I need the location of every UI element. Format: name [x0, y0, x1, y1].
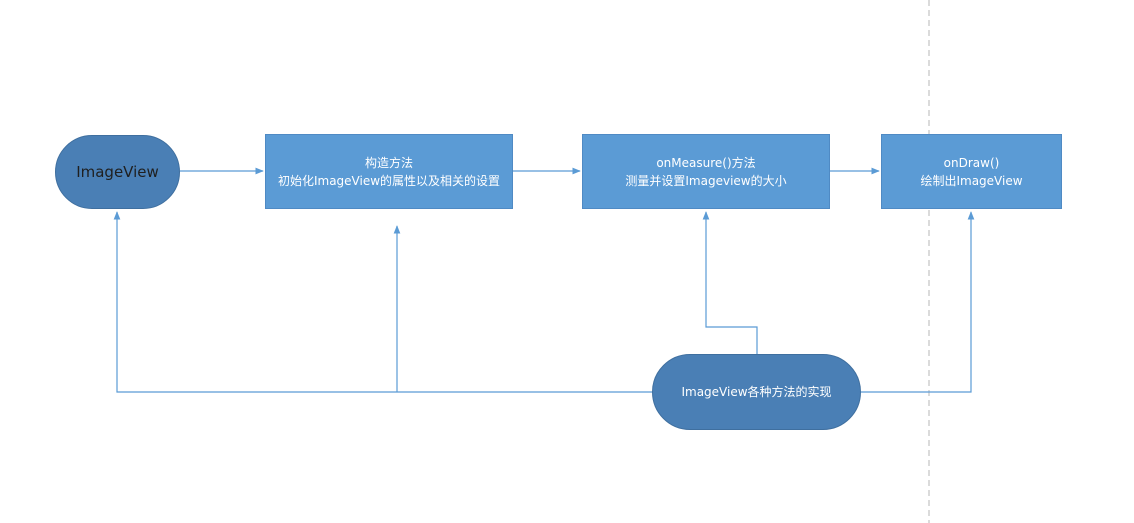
ondraw-title: onDraw() — [943, 155, 1000, 170]
onmeasure-step-box: onMeasure()方法 测量并设置Imageview的大小 — [582, 134, 830, 209]
connector-methods-to-ondraw — [861, 211, 975, 393]
onmeasure-subtitle: 测量并设置Imageview的大小 — [625, 173, 787, 188]
imageview-start-node: ImageView — [55, 135, 180, 209]
ondraw-subtitle: 绘制出ImageView — [920, 173, 1023, 188]
methods-implementation-node: ImageView各种方法的实现 — [652, 354, 861, 430]
onmeasure-title: onMeasure()方法 — [656, 155, 756, 170]
constructor-step-box: 构造方法 初始化ImageView的属性以及相关的设置 — [265, 134, 513, 209]
constructor-subtitle: 初始化ImageView的属性以及相关的设置 — [277, 173, 501, 188]
connector-methods-to-onmeasure — [702, 211, 758, 354]
methods-node-label: ImageView各种方法的实现 — [681, 385, 832, 399]
connector-methods-left-bus — [113, 211, 652, 393]
constructor-title: 构造方法 — [364, 155, 413, 170]
ondraw-step-box: onDraw() 绘制出ImageView — [881, 134, 1062, 209]
start-node-label: ImageView — [76, 163, 159, 181]
